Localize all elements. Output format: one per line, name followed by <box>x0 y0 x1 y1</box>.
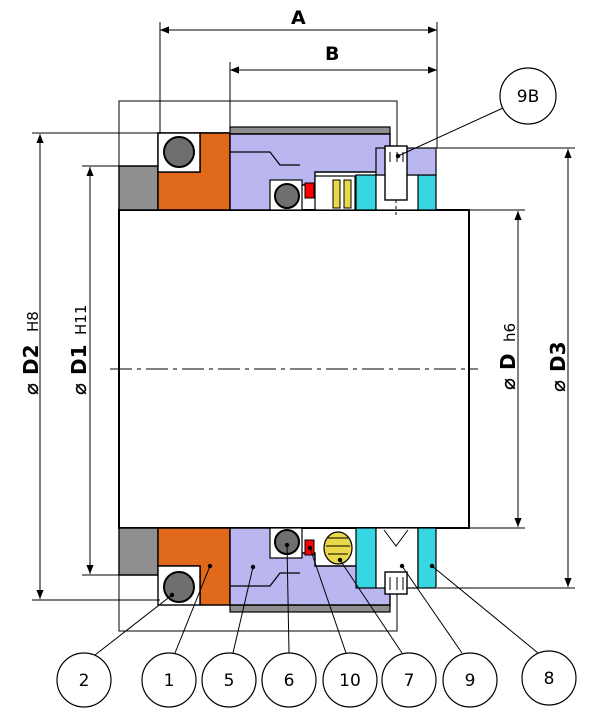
setscrew-9b <box>384 145 408 201</box>
callout-6-text: 6 <box>284 671 295 691</box>
callout-9b-text: 9B <box>517 87 539 107</box>
callout-8-bubble <box>521 650 577 706</box>
red-ring-top <box>304 182 315 199</box>
callout-5-text: 5 <box>224 671 235 691</box>
dim-d2-label: ⌀ D2 H8 <box>19 311 43 395</box>
dim-d1-symbol: ⌀ <box>67 383 91 395</box>
housing-lip-top <box>229 126 391 135</box>
dim-d2-text: D2 <box>19 344 43 375</box>
setscrew-9-bottom <box>384 571 408 595</box>
callout-7-bubble <box>381 652 437 708</box>
housing-top <box>118 165 159 211</box>
callout-8-text: 8 <box>544 669 555 689</box>
dim-d1-text: D1 <box>67 344 91 375</box>
callout-10-bubble <box>322 652 378 708</box>
dim-b-label: B <box>325 43 339 65</box>
dim-d-tolerance: h6 <box>501 323 519 342</box>
oring-6-top <box>274 183 300 209</box>
oring-2-top <box>163 136 195 168</box>
callout-9b-bubble <box>499 67 557 125</box>
spring-top-bar-1 <box>332 179 341 209</box>
rotary-face-top-step <box>230 151 300 166</box>
collar-bottom-right <box>417 527 437 589</box>
dim-d2-tolerance: H8 <box>24 311 42 332</box>
callout-1-bubble <box>141 652 197 708</box>
callout-10-text: 10 <box>339 671 361 691</box>
dim-d2-symbol: ⌀ <box>19 383 43 395</box>
dim-d3-symbol: ⌀ <box>546 380 570 392</box>
spring-top-bar-2 <box>343 179 352 209</box>
callout-2-bubble <box>56 652 112 708</box>
callout-5-bubble <box>201 652 257 708</box>
housing-lip-bottom <box>229 604 391 613</box>
collar-bottom-left <box>355 527 377 589</box>
dim-d1-label: ⌀ D1 H11 <box>67 305 91 395</box>
dim-d-text: D <box>496 353 520 370</box>
callout-9-text: 9 <box>465 671 476 691</box>
housing-bottom <box>118 527 159 576</box>
dim-d-symbol: ⌀ <box>496 378 520 390</box>
callout-1-text: 1 <box>164 671 175 691</box>
dim-d3-label: ⌀ D3 <box>546 341 570 392</box>
collar-top-right <box>417 174 437 211</box>
spring-bottom <box>323 531 353 565</box>
dim-a-label: A <box>291 7 306 29</box>
rotary-face-bottom-step <box>230 572 300 587</box>
callout-7-text: 7 <box>404 671 415 691</box>
dim-d1-tolerance: H11 <box>72 305 90 335</box>
collar-top-left <box>355 174 377 211</box>
callout-9-bubble <box>442 652 498 708</box>
callout-6-bubble <box>261 652 317 708</box>
callout-2-text: 2 <box>79 671 90 691</box>
dim-d3-text: D3 <box>546 341 570 372</box>
dim-d-label: ⌀ D h6 <box>496 323 520 390</box>
